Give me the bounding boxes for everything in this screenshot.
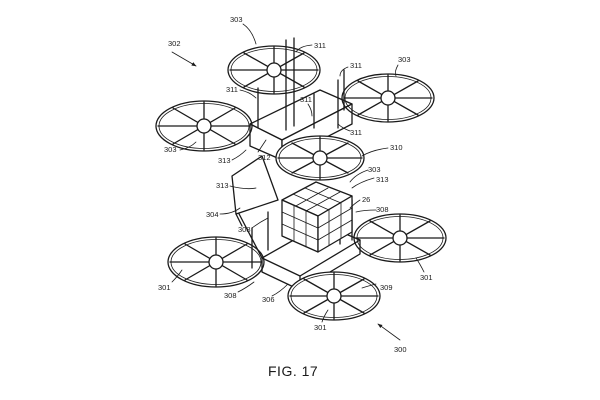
rotor-center bbox=[275, 135, 365, 181]
ref-311-b: 311 bbox=[350, 61, 362, 70]
payload-grid-module bbox=[281, 181, 353, 253]
leader-lines bbox=[171, 23, 425, 341]
ref-302: 302 bbox=[168, 39, 181, 48]
ref-300: 300 bbox=[394, 345, 407, 354]
ref-301-bottom: 301 bbox=[314, 323, 327, 332]
ref-301-right: 301 bbox=[420, 273, 433, 282]
ref-308-b: 308 bbox=[238, 225, 251, 234]
ref-308-a: 308 bbox=[376, 205, 389, 214]
ref-306: 306 bbox=[262, 295, 275, 304]
ref-303-top: 303 bbox=[230, 15, 243, 24]
ref-301-left: 301 bbox=[158, 283, 171, 292]
rotor-right bbox=[341, 73, 435, 123]
ref-313-c: 313 bbox=[216, 181, 229, 190]
ref-311-mid: 311 bbox=[300, 95, 312, 104]
ref-303-left: 303 bbox=[164, 145, 177, 154]
reference-labels: 302 303 311 311 303 311 311 303 313 312 … bbox=[158, 15, 433, 354]
ref-311-a: 311 bbox=[314, 41, 326, 50]
ref-26: 26 bbox=[362, 195, 370, 204]
figure-caption: FIG. 17 bbox=[268, 363, 318, 379]
ref-313-b: 313 bbox=[376, 175, 389, 184]
ref-303-center: 303 bbox=[368, 165, 381, 174]
rotor-bottom bbox=[287, 271, 381, 321]
rotor-top bbox=[227, 45, 321, 95]
ref-311-right: 311 bbox=[350, 128, 362, 137]
rotor-lower-left bbox=[167, 236, 265, 288]
rotor-lower-right bbox=[353, 213, 447, 263]
ref-308-c: 308 bbox=[224, 291, 237, 300]
ref-312: 312 bbox=[258, 153, 271, 162]
ref-309: 309 bbox=[380, 283, 393, 292]
ref-313-a: 313 bbox=[218, 156, 231, 165]
ref-304: 304 bbox=[206, 210, 219, 219]
ref-310: 310 bbox=[390, 143, 403, 152]
ref-311-left: 311 bbox=[226, 85, 238, 94]
ref-303-right: 303 bbox=[398, 55, 411, 64]
rotor-left bbox=[155, 100, 253, 152]
wing-panel bbox=[231, 155, 279, 227]
